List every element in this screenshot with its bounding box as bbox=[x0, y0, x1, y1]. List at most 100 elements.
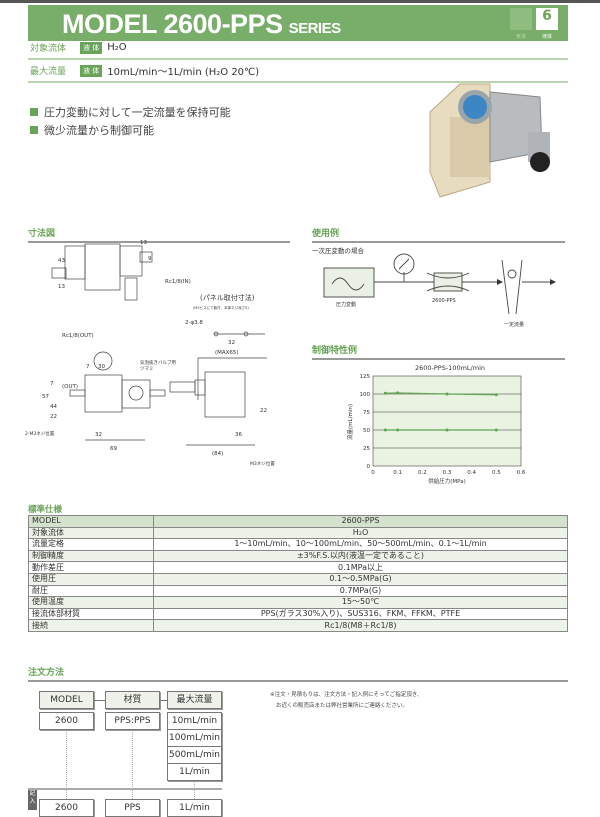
dim-label: 43 bbox=[58, 258, 65, 264]
bullet-icon bbox=[30, 126, 38, 134]
y-tick-label: 125 bbox=[360, 374, 371, 380]
x-tick-label: 0.5 bbox=[492, 470, 501, 476]
feature-item: 圧力変動に対して一定流量を保持可能 bbox=[30, 104, 231, 120]
dim-label: (M3ビスにて取付、本体ネジ深さ5) bbox=[193, 305, 249, 310]
example-value: 2600 bbox=[39, 799, 94, 817]
y-axis-label: 流量(mL/min) bbox=[346, 404, 354, 440]
spec-label: 流量定格 bbox=[28, 538, 154, 551]
device-label: 2600-PPS bbox=[432, 298, 456, 304]
dim-label: ツマミ bbox=[140, 366, 154, 372]
spec-label: 使用温度 bbox=[28, 596, 154, 609]
order-option: 100mL/min bbox=[167, 729, 222, 747]
dim-label: 22 bbox=[50, 414, 57, 420]
order-note: お近くの販売店または弊社営業所にご連絡ください。 bbox=[276, 703, 408, 709]
feature-item: 微少流量から制御可能 bbox=[30, 122, 154, 138]
x-tick-label: 0.4 bbox=[467, 470, 476, 476]
result-label: 一定流量 bbox=[504, 321, 524, 328]
y-tick-label: 75 bbox=[363, 410, 370, 416]
y-tick-label: 100 bbox=[360, 392, 371, 398]
x-axis-label: 供給圧力(MPa) bbox=[428, 477, 465, 485]
usage-diagram: 一次圧変動の場合 圧力変動 2600-PPS 一定流量 bbox=[312, 246, 556, 328]
dim-label: 32 bbox=[95, 432, 102, 438]
product-photo bbox=[429, 83, 550, 198]
section-chart-heading: 制御特性例 bbox=[312, 343, 565, 360]
data-point bbox=[383, 391, 387, 395]
spec-label: 耐圧 bbox=[28, 584, 154, 598]
bullet-icon bbox=[30, 108, 38, 116]
spec-value: PPS(ガラス30%入り)、SUS316、FKM、FFKM、PTFE bbox=[153, 607, 568, 621]
spec-value: ±3%F.S.以内(液温一定であること) bbox=[153, 549, 568, 563]
dim-label: 13 bbox=[140, 240, 147, 246]
prop-value: H₂O bbox=[107, 42, 127, 53]
feature-text: 微少流量から制御可能 bbox=[44, 124, 154, 137]
spec-label: 制御精度 bbox=[28, 549, 154, 563]
prop-value: 10mL/min～1L/min (H₂O 20℃) bbox=[107, 67, 260, 78]
gas-label: 気体 bbox=[516, 34, 527, 40]
section-usage-heading: 使用例 bbox=[312, 226, 565, 243]
spec-label: 接流体部材質 bbox=[28, 607, 154, 621]
page-title: MODEL 2600-PPS SERIES bbox=[62, 9, 341, 40]
dim-label: (パネル取付寸法) bbox=[200, 293, 255, 302]
dim-label: 2-M3ネジ位置 bbox=[25, 430, 55, 437]
dim-label: 7 bbox=[50, 381, 54, 387]
data-point bbox=[445, 392, 449, 396]
model-title: MODEL 2600-PPS bbox=[62, 9, 283, 39]
plot-area bbox=[372, 375, 522, 467]
order-option: 2600 bbox=[39, 712, 94, 730]
dim-label: (OUT) bbox=[62, 384, 78, 390]
series-label: SERIES bbox=[288, 20, 342, 37]
guide-line bbox=[132, 712, 133, 807]
order-option: PPS:PPS bbox=[105, 712, 160, 730]
spec-label: 動作差圧 bbox=[28, 561, 154, 574]
dim-label: 57 bbox=[42, 394, 49, 400]
dim-label: Rc1/8(OUT) bbox=[62, 333, 94, 339]
example-value: 1L/min bbox=[167, 799, 222, 817]
dim-label: 44 bbox=[50, 404, 57, 410]
dim-label: 気泡抜きバルブ用 bbox=[140, 359, 176, 366]
feature-text: 圧力変動に対して一定流量を保持可能 bbox=[44, 106, 231, 119]
spec-label: 使用圧 bbox=[28, 572, 154, 586]
spec-value: H₂O bbox=[153, 526, 568, 540]
x-tick-label: 0 bbox=[371, 470, 375, 476]
spec-value: 2600-PPS bbox=[153, 515, 568, 528]
spec-label: 対象流体 bbox=[28, 526, 154, 540]
data-point bbox=[494, 393, 498, 397]
dim-label: (84) bbox=[212, 451, 223, 457]
dim-label: 36 bbox=[235, 432, 242, 438]
order-header: 材質 bbox=[105, 691, 160, 709]
spec-row: 制御精度±3%F.S.以内(液温一定であること) bbox=[28, 549, 568, 563]
divider bbox=[28, 788, 222, 790]
y-tick-label: 25 bbox=[363, 446, 370, 452]
x-tick-label: 0.2 bbox=[418, 470, 427, 476]
y-tick-label: 50 bbox=[363, 428, 370, 434]
connector bbox=[94, 700, 105, 701]
order-header: 最大流量 bbox=[167, 691, 222, 709]
x-tick-label: 0.1 bbox=[393, 470, 402, 476]
data-point bbox=[396, 428, 400, 432]
x-tick-label: 0.6 bbox=[517, 470, 526, 476]
dim-label: 22 bbox=[260, 408, 267, 414]
section-spec-heading: 標準仕様 bbox=[28, 505, 63, 515]
dim-label: 9 bbox=[148, 256, 152, 262]
data-point bbox=[383, 428, 387, 432]
dim-label: 7 bbox=[86, 364, 90, 370]
source-label: 圧力変動 bbox=[336, 301, 356, 308]
spec-label: 接続 bbox=[28, 619, 154, 632]
dim-label: 13 bbox=[58, 284, 65, 290]
gas-icon bbox=[510, 8, 532, 30]
connector bbox=[160, 700, 167, 701]
liquid-drop-icon: 6 bbox=[536, 8, 558, 30]
order-header: MODEL bbox=[39, 691, 94, 709]
spec-value: 0.7MPa(G) bbox=[153, 584, 568, 598]
guide-line bbox=[66, 712, 67, 807]
